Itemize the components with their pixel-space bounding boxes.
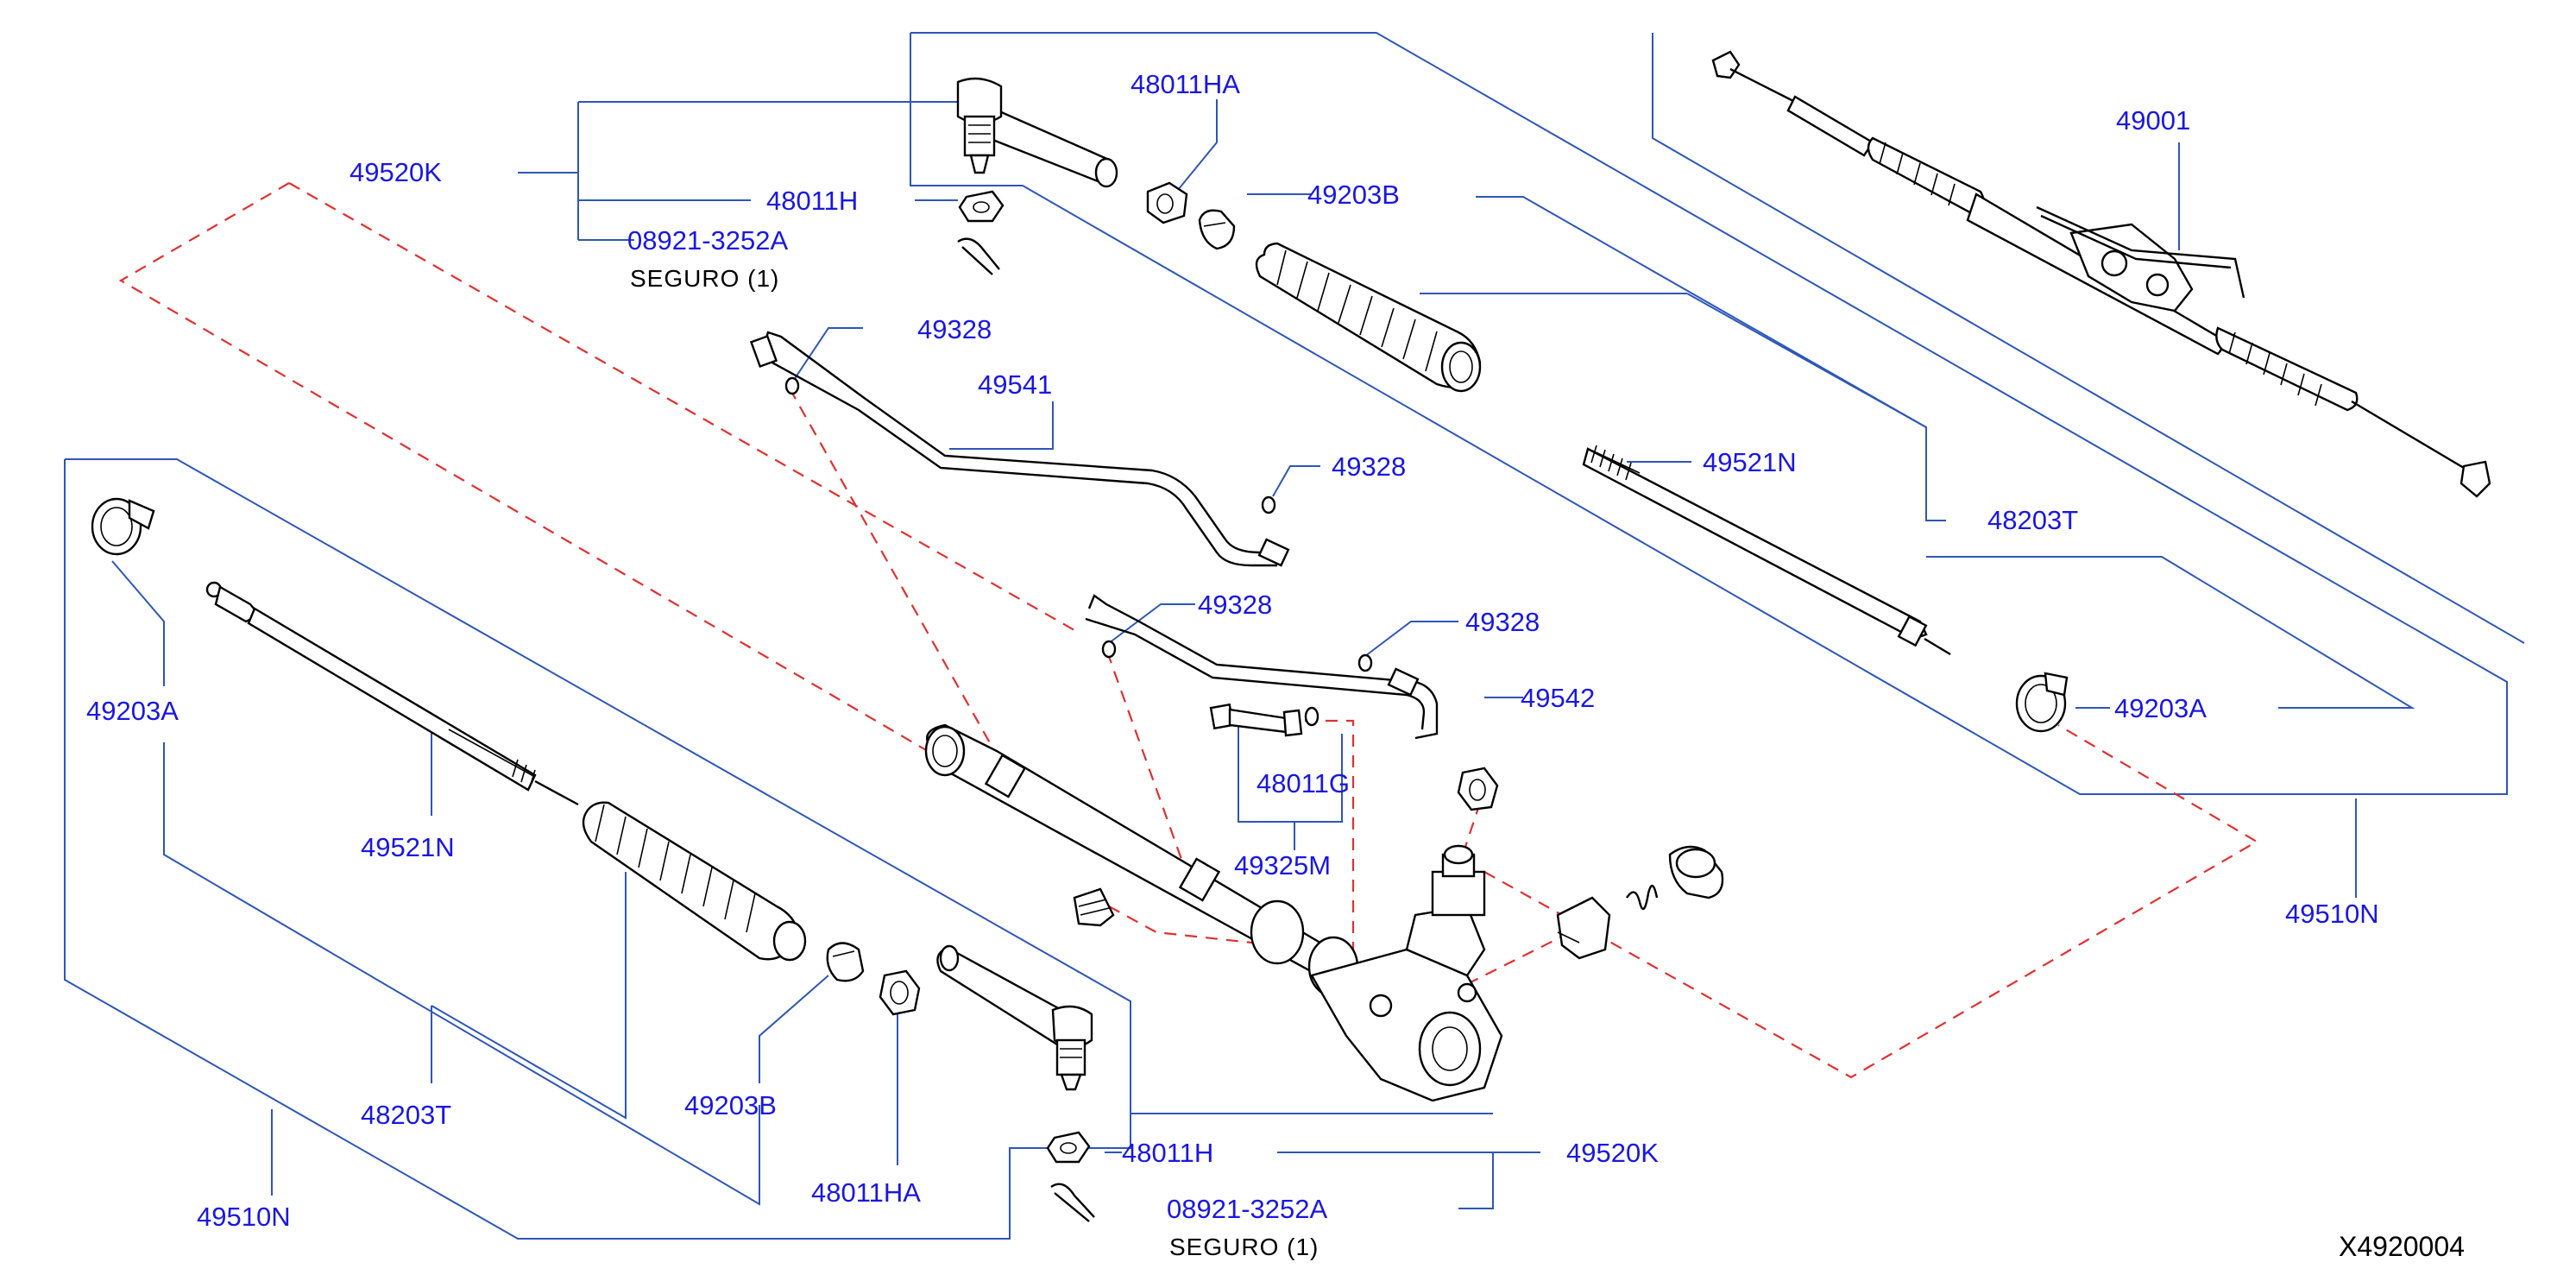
guide-adjuster bbox=[1466, 931, 1571, 985]
boot-lower bbox=[582, 801, 807, 962]
label-49521n-left: 49521N bbox=[361, 832, 455, 862]
valve-cap bbox=[1457, 767, 1499, 811]
frame-bottom-kit bbox=[64, 458, 1131, 1240]
frame-top-kit bbox=[910, 32, 2508, 795]
label-49542: 49542 bbox=[1521, 683, 1595, 713]
label-08921-3252a-top: 08921-3252A bbox=[627, 225, 788, 256]
frame-assembly-box bbox=[1652, 33, 2525, 644]
cotter-pin-upper bbox=[957, 237, 1000, 275]
label-48011h-bottom: 48011H bbox=[1122, 1138, 1213, 1168]
steering-gear-assembly-49001 bbox=[1711, 50, 2491, 498]
label-49325m: 49325M bbox=[1234, 850, 1331, 880]
guide-outer-loop bbox=[118, 182, 1032, 812]
label-49520k-top: 49520K bbox=[350, 157, 442, 187]
label-49328-a: 49328 bbox=[917, 314, 992, 344]
label-49521n-right: 49521N bbox=[1703, 447, 1797, 477]
inner-tie-rod-left bbox=[205, 581, 579, 806]
tube-49541 bbox=[749, 331, 1290, 567]
label-49520k-bottom: 49520K bbox=[1566, 1138, 1659, 1168]
label-49001: 49001 bbox=[2116, 105, 2190, 136]
label-49203b-bottom: 49203B bbox=[684, 1090, 777, 1120]
guide-49328-c bbox=[1105, 651, 1188, 874]
boot-upper bbox=[1255, 242, 1482, 393]
nut-48011ha-upper bbox=[1146, 181, 1188, 224]
seal-plug-left bbox=[1073, 887, 1115, 927]
tube-49542 bbox=[1085, 594, 1439, 740]
guide-49328-a bbox=[789, 388, 1000, 760]
clamp-49203a-left bbox=[91, 497, 155, 556]
cotter-pin-lower bbox=[1050, 1183, 1095, 1222]
clip-49203b-lower bbox=[826, 942, 865, 982]
guide-right-loop bbox=[1483, 724, 2259, 1079]
label-48011ha-bottom: 48011HA bbox=[811, 1177, 921, 1208]
label-49203a-left: 49203A bbox=[86, 696, 179, 726]
guide-upper-line bbox=[288, 182, 1075, 631]
group-outline-frames bbox=[64, 32, 2525, 1240]
label-49203a-right: 49203A bbox=[2114, 693, 2207, 723]
label-48011g: 48011G bbox=[1257, 768, 1350, 798]
tie-rod-end-upper bbox=[956, 77, 1118, 188]
guide-48011g bbox=[1305, 719, 1355, 967]
nut-48011ha-lower bbox=[879, 969, 921, 1016]
label-49203b-top: 49203B bbox=[1307, 180, 1400, 210]
clamp-49203a-right bbox=[2015, 672, 2069, 733]
illustration-code: X4920004 bbox=[2339, 1231, 2465, 1262]
leader-lines bbox=[111, 99, 2415, 1209]
dashed-guide-lines bbox=[118, 182, 2259, 1079]
part-labels: 49520K 48011H 08921-3252A SEGURO (1) 480… bbox=[86, 69, 2465, 1262]
inner-tie-rod-right bbox=[1582, 445, 1951, 656]
label-48011h-top: 48011H bbox=[766, 186, 858, 216]
label-08921-3252a-bottom: 08921-3252A bbox=[1167, 1194, 1327, 1224]
tie-rod-end-lower bbox=[936, 944, 1093, 1091]
note-seguro-top: SEGURO (1) bbox=[630, 265, 779, 292]
label-49328-b: 49328 bbox=[1332, 451, 1406, 482]
nut-48011h-lower bbox=[1046, 1131, 1091, 1164]
rack-housing bbox=[924, 723, 1503, 1102]
guide-cap-top bbox=[1461, 802, 1482, 855]
parts bbox=[91, 50, 2491, 1222]
label-48203t-right: 48203T bbox=[1987, 505, 2078, 535]
label-49510n-left: 49510N bbox=[197, 1202, 291, 1232]
label-49541: 49541 bbox=[978, 369, 1052, 400]
label-48203t-left: 48203T bbox=[361, 1100, 451, 1130]
label-49510n-right: 49510N bbox=[2285, 899, 2379, 929]
banjo-bolt-49325m bbox=[1209, 703, 1319, 737]
label-49328-c: 49328 bbox=[1198, 590, 1272, 620]
note-seguro-bottom: SEGURO (1) bbox=[1169, 1234, 1319, 1260]
rack-adjuster-parts bbox=[1556, 845, 1724, 960]
nut-48011h-upper bbox=[958, 190, 1005, 223]
clip-49203b-upper bbox=[1198, 209, 1236, 250]
label-48011ha-top: 48011HA bbox=[1131, 69, 1240, 99]
label-49328-d: 49328 bbox=[1465, 607, 1540, 637]
